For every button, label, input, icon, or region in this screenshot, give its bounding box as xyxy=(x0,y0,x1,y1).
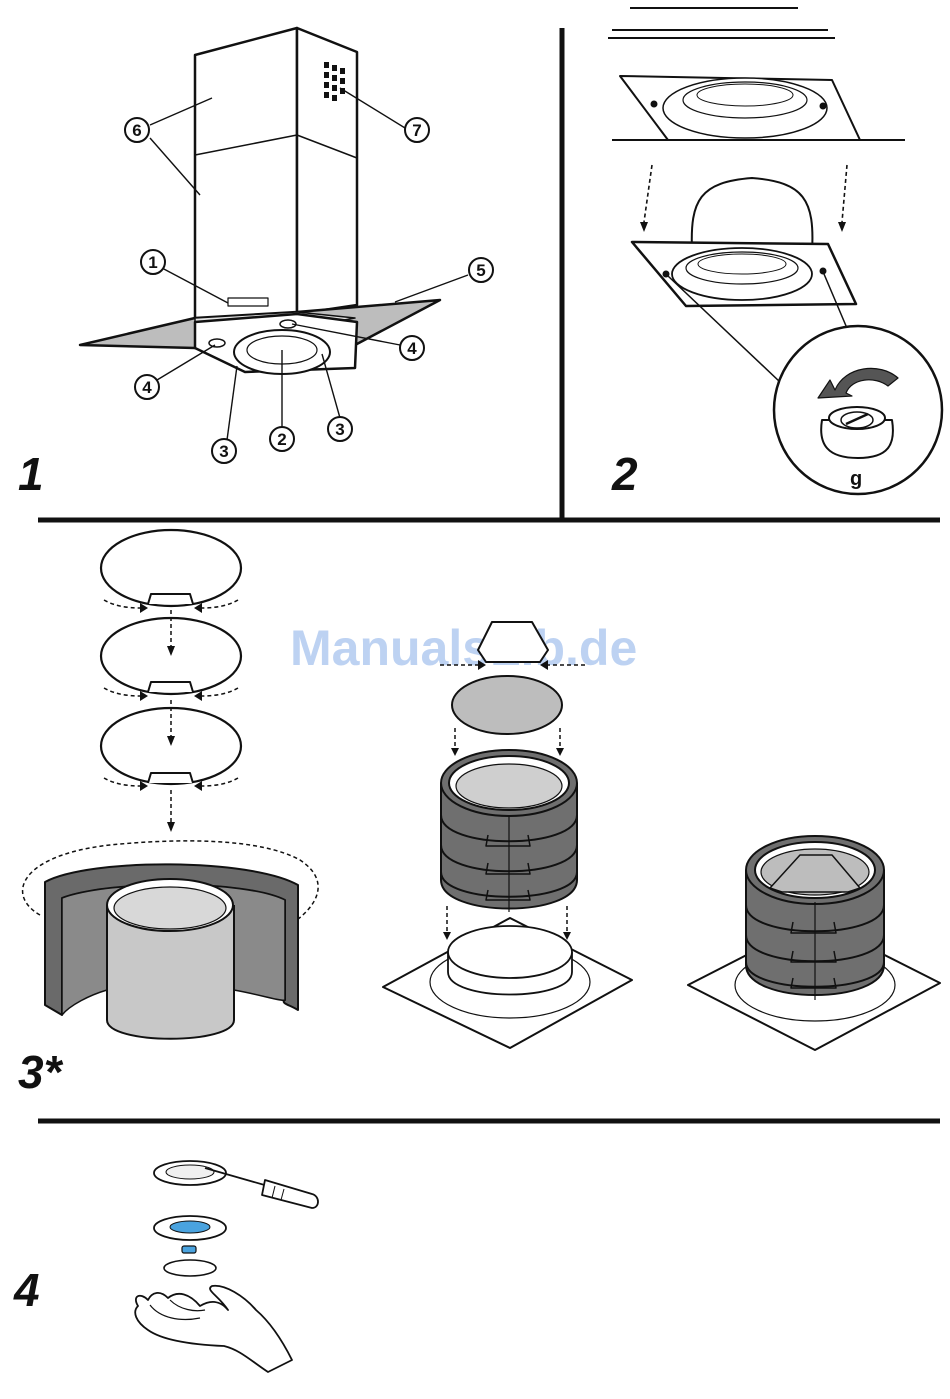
led-bulb xyxy=(182,1246,196,1253)
step-number-2: 2 xyxy=(611,448,638,500)
panel-3-carbon-filter-assembled xyxy=(688,836,940,1050)
panel-3-carbon-filter-exploded xyxy=(383,622,632,1048)
panel-2-ceiling-flange xyxy=(608,8,942,494)
watermark: ManualsLib.de xyxy=(290,620,637,676)
svg-text:6: 6 xyxy=(132,121,141,140)
svg-text:7: 7 xyxy=(412,121,421,140)
callout-1: 1 xyxy=(141,250,165,274)
svg-text:4: 4 xyxy=(407,339,417,358)
svg-text:3: 3 xyxy=(335,420,344,439)
detail-label-g: g xyxy=(850,468,862,490)
svg-text:3: 3 xyxy=(219,442,228,461)
callout-7: 7 xyxy=(405,118,429,142)
callout-4-right: 4 xyxy=(400,336,424,360)
chimney-side xyxy=(297,28,357,314)
screwdriver-handle xyxy=(262,1180,318,1208)
svg-text:5: 5 xyxy=(476,261,485,280)
lamp-left xyxy=(209,339,225,347)
retaining-ring xyxy=(164,1260,216,1276)
chimney-front xyxy=(195,28,297,322)
svg-text:2: 2 xyxy=(277,430,286,449)
callout-3-right: 3 xyxy=(328,417,352,441)
callout-4-left: 4 xyxy=(135,375,159,399)
panel-3-filter-rings xyxy=(23,530,319,1039)
step-number-1: 1 xyxy=(18,448,44,500)
svg-text:4: 4 xyxy=(142,378,152,397)
svg-text:1: 1 xyxy=(148,253,157,272)
hand xyxy=(135,1286,292,1372)
panel-4-lamp-replacement xyxy=(135,1161,318,1372)
callout-5: 5 xyxy=(469,258,493,282)
control-panel xyxy=(228,298,268,306)
callout-3-left: 3 xyxy=(212,439,236,463)
duct-collar xyxy=(692,178,813,252)
filter-disc xyxy=(452,676,562,734)
foam-ring-1 xyxy=(101,530,241,606)
callout-6: 6 xyxy=(125,118,149,142)
step-number-3: 3* xyxy=(18,1046,64,1098)
step-number-4: 4 xyxy=(13,1264,40,1316)
callout-2: 2 xyxy=(270,427,294,451)
